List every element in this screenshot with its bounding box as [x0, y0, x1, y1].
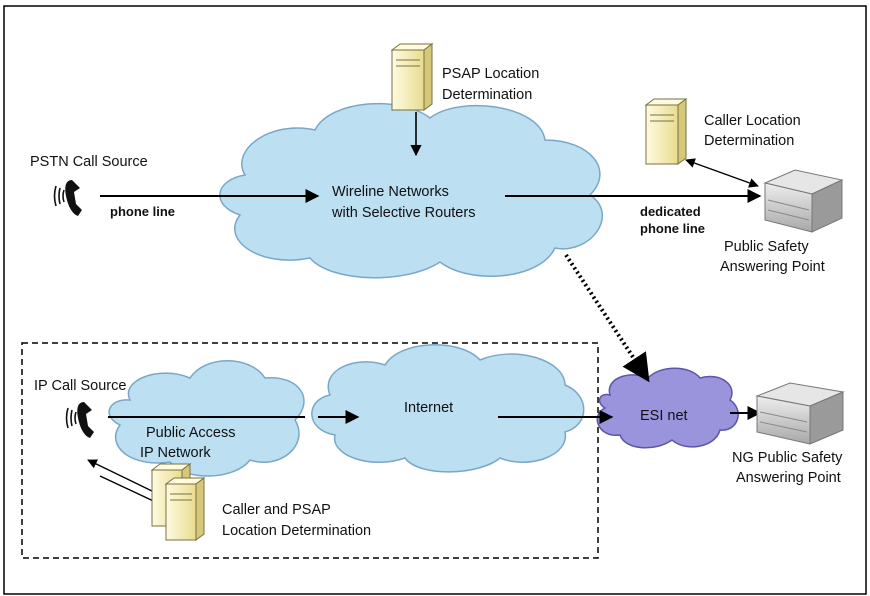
server-icon	[644, 98, 688, 165]
pstn-source-label: PSTN Call Source	[30, 154, 148, 170]
ng-psap-label-1: NG Public Safety	[732, 450, 843, 466]
outer-frame	[3, 5, 867, 595]
dedicated-label-2: phone line	[640, 221, 705, 236]
caller-psap-label-2: Location Determination	[222, 523, 371, 539]
psap-location-label-1: PSAP Location	[442, 66, 539, 82]
caller-location-link	[685, 158, 759, 188]
psap-device-icon	[755, 382, 845, 445]
ip-source-label: IP Call Source	[34, 378, 126, 394]
wireline-label-1: Wireline Networks	[332, 184, 449, 200]
phone-line-label: phone line	[110, 204, 175, 219]
caller-psap-label-1: Caller and PSAP	[222, 502, 331, 518]
server-icon	[390, 43, 434, 111]
dedicated-label-1: dedicated	[640, 204, 701, 219]
psap-label-2: Answering Point	[720, 259, 825, 275]
esi-net-cloud	[596, 367, 739, 449]
esi-net-label: ESI net	[640, 408, 688, 424]
internet-cloud	[311, 344, 585, 473]
ip-location-arrow-1	[87, 459, 155, 493]
ng-psap-label-2: Answering Point	[736, 470, 841, 486]
psap-device-icon	[763, 169, 844, 233]
public-access-label-2: IP Network	[140, 445, 211, 461]
internet-label: Internet	[404, 400, 453, 416]
psap-location-label-2: Determination	[442, 87, 532, 103]
caller-location-label-2: Determination	[704, 133, 794, 149]
wireline-cloud	[219, 102, 603, 279]
server-icon	[164, 477, 206, 541]
wireline-to-esi-dotted-arrow	[564, 253, 650, 383]
phone-icon	[65, 402, 94, 438]
public-access-label-1: Public Access	[146, 425, 235, 441]
phone-icon	[53, 180, 82, 216]
wireline-label-2: with Selective Routers	[331, 205, 475, 221]
psap-label-1: Public Safety	[724, 239, 809, 255]
ip-region-box	[21, 342, 599, 559]
caller-location-label-1: Caller Location	[704, 113, 801, 129]
public-access-cloud	[108, 360, 305, 477]
